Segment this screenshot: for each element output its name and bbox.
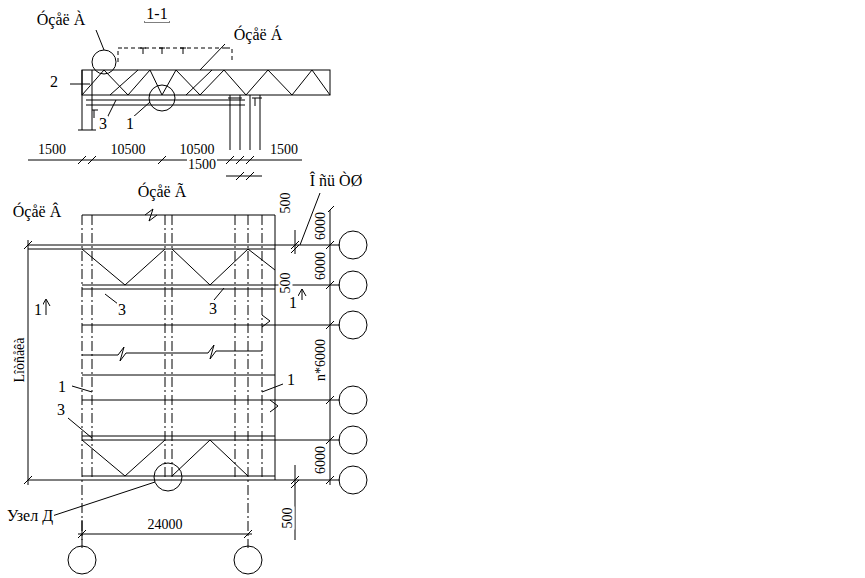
- dimension-label: 1500: [37, 143, 67, 157]
- dimension-label: 500: [278, 272, 292, 295]
- callout-label: 1: [286, 372, 296, 388]
- callout-label: Óçåë À: [36, 12, 86, 28]
- dimension-label: 10500: [110, 143, 147, 157]
- callout-label: 3: [208, 301, 218, 317]
- dimension-label: 1500: [187, 158, 217, 172]
- dimension-label: 6000: [314, 445, 328, 475]
- callout-label: 2: [49, 74, 59, 90]
- callout-label: 3: [117, 302, 127, 318]
- dimension-label: 500: [280, 507, 294, 530]
- callout-label: Óçåë Â: [12, 204, 62, 220]
- callout-label: Óçåë Á: [233, 27, 283, 43]
- callout-label: 3: [56, 402, 66, 418]
- callout-label: 1-1: [145, 6, 168, 22]
- dimension-label: 6000: [314, 251, 328, 281]
- dimension-label: Lîòñåêà: [13, 336, 27, 383]
- callout-label: 1: [33, 302, 43, 318]
- dimension-label: 500: [278, 192, 292, 215]
- dimension-label: 1500: [269, 143, 299, 157]
- dimension-label: n*6000: [314, 338, 328, 382]
- callout-label: 1: [125, 116, 135, 132]
- callout-label: 3: [98, 116, 108, 132]
- callout-label: Î ñü ÒØ: [309, 173, 363, 189]
- callout-label: Óçåë Ã: [137, 184, 187, 200]
- callout-label: 1: [57, 379, 67, 395]
- callout-label: Узел Д: [6, 508, 54, 524]
- dimension-label: 10500: [179, 143, 216, 157]
- dimension-label: 24000: [147, 518, 184, 532]
- callout-label: 1: [288, 295, 298, 311]
- dimension-label: 6000: [314, 211, 328, 241]
